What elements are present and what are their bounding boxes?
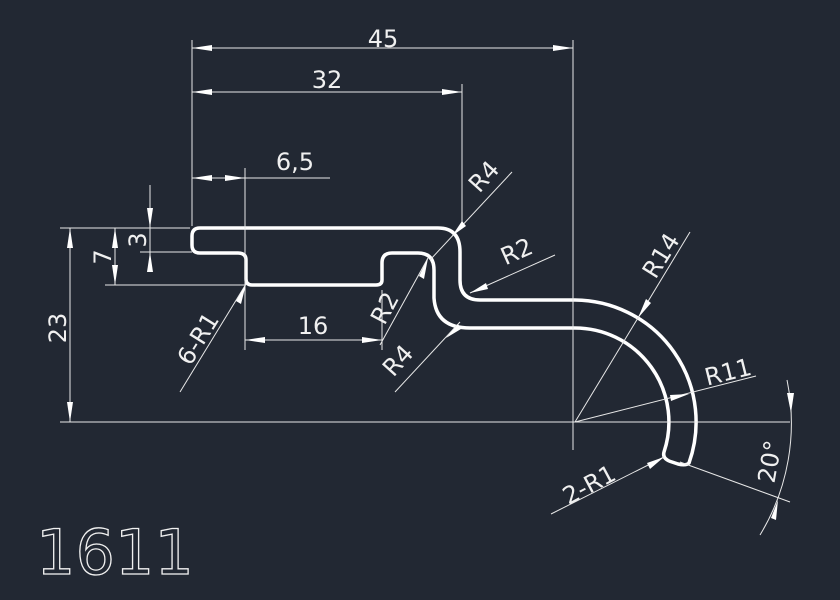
profile-outline	[190, 226, 698, 467]
radius-r4-bottom-label: R4	[377, 339, 419, 381]
dimension-lines	[60, 40, 794, 536]
radius-r14-label: R14	[637, 228, 686, 283]
radius-2-r1-label: 2-R1	[558, 459, 620, 510]
dim-32-label: 32	[312, 66, 343, 94]
dim-23-label: 23	[44, 313, 72, 344]
radius-r2-left-label: R2	[365, 288, 405, 329]
radius-r2-right-label: R2	[496, 232, 537, 271]
dim-45-label: 45	[368, 25, 399, 53]
radius-r4-top-label: R4	[463, 155, 505, 197]
dim-16-label: 16	[298, 312, 329, 340]
radius-r11-label: R11	[702, 353, 755, 392]
radius-6-r1-label: 6-R1	[172, 308, 225, 370]
dim-3-label: 3	[124, 232, 152, 247]
dim-7-label: 7	[89, 249, 117, 264]
dim-6-5-label: 6,5	[276, 148, 314, 176]
angle-20-label: 20°	[753, 438, 788, 485]
part-number: 1611	[36, 516, 194, 589]
